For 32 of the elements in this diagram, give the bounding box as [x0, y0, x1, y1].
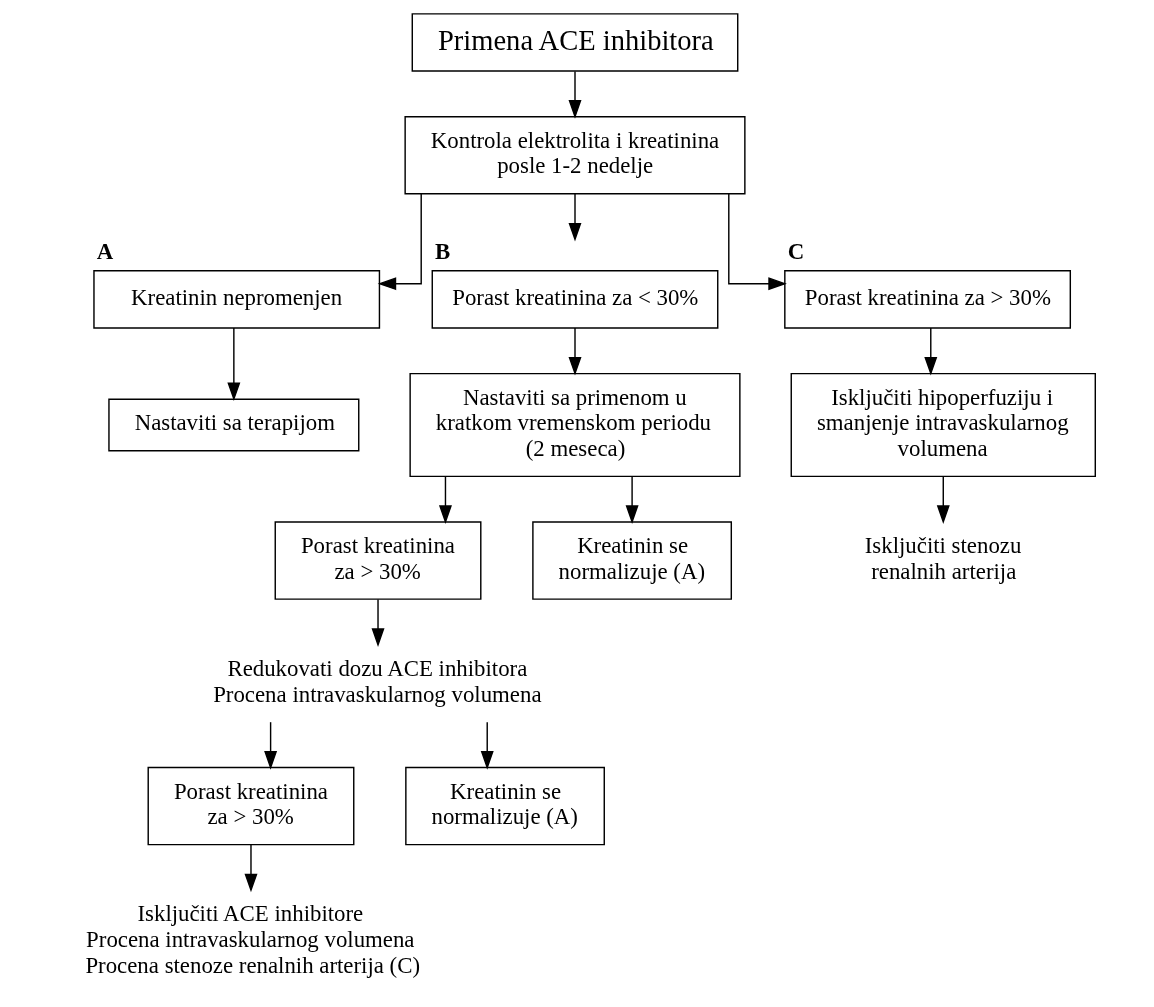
node-box: Kreatinin se normalizuje (A) — [531, 521, 732, 600]
node-text: Isključiti stenozu renalnih arterija — [864, 533, 1021, 584]
arrow — [244, 844, 257, 893]
arrow — [371, 598, 385, 647]
node-box: Porast kreatinina za > 30% — [783, 270, 1071, 329]
node-box: Nastaviti sa primenom u kratkom vremenskom periodu (2 meseca) — [408, 372, 741, 478]
arrow — [377, 193, 422, 291]
node-box: Isključiti hipoperfuziju i smanjenje intravaskularnog volumena — [790, 372, 1096, 478]
node-label: A — [96, 239, 113, 265]
node-label: C — [787, 239, 804, 265]
node-text: Isključiti ACE inhibitore Procena intravaskularnog volumena Procena stenoze renalnih arterija (C) — [84, 901, 420, 978]
node-box: Porast kreatinina za > 30% — [274, 521, 481, 600]
node-box: Kreatinin se normalizuje (A) — [404, 766, 605, 846]
arrow — [625, 475, 639, 524]
arrow — [263, 721, 277, 770]
arrow — [923, 327, 937, 376]
arrow — [438, 475, 452, 524]
node-text: Redukovati dozu ACE inhibitora Procena intravaskularnog volumena — [212, 655, 542, 707]
node-box: Nastaviti sa terapijom — [107, 398, 359, 452]
node-box: Kontrola elektrolita i kreatinina posle 1-2 nedelje — [403, 115, 746, 195]
arrow — [568, 193, 581, 242]
node-box: Primena ACE inhibitora — [411, 13, 738, 72]
node-box: Porast kreatinina za < 30% — [431, 270, 718, 329]
arrow — [936, 475, 950, 524]
node-label: B — [434, 239, 450, 265]
arrow — [480, 721, 494, 770]
arrow — [226, 327, 240, 402]
arrow — [727, 193, 787, 291]
arrow — [568, 327, 581, 376]
node-box: Kreatinin nepromenjen — [92, 270, 380, 329]
arrow — [568, 70, 581, 119]
node-box: Porast kreatinina za > 30% — [147, 766, 354, 846]
